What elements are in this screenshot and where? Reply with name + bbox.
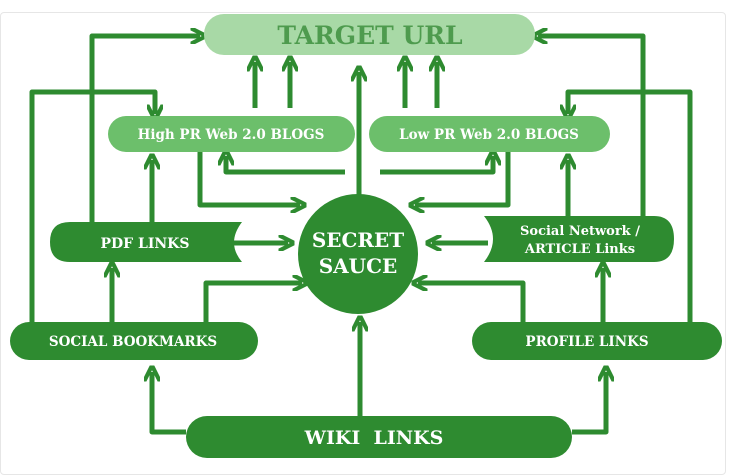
arrow-highpr-to-sauce: [197, 152, 300, 205]
low-pr-blogs-label: Low PR Web 2.0 BLOGS: [399, 127, 579, 143]
node-high-pr-blogs: High PR Web 2.0 BLOGS: [108, 116, 355, 152]
arrow-bookmarks-to-highpr: [29, 89, 155, 322]
secret-sauce-line1: SECRET: [312, 228, 404, 252]
wiki-links-label: WIKI LINKS: [304, 427, 444, 449]
pdf-links-label: PDF LINKS: [101, 236, 190, 252]
social-network-line2: ARTICLE Links: [524, 242, 635, 257]
arrow-profile-to-sauce: [418, 283, 526, 322]
social-network-line1: Social Network /: [520, 224, 640, 239]
social-bookmarks-label: SOCIAL BOOKMARKS: [49, 334, 217, 350]
arrow-profile-to-lowpr: [568, 89, 693, 322]
node-secret-sauce: SECRET SAUCE: [298, 194, 418, 314]
high-pr-blogs-label: High PR Web 2.0 BLOGS: [138, 127, 325, 143]
node-target-url: TARGET URL: [204, 14, 535, 55]
arrow-sauce-to-highpr: [226, 156, 345, 175]
arrow-bookmarks-to-sauce: [203, 283, 302, 330]
arrow-wiki-to-bookmarks: [152, 372, 186, 435]
profile-links-label: PROFILE LINKS: [525, 334, 648, 350]
connectors: [29, 36, 693, 435]
node-social-bookmarks: SOCIAL BOOKMARKS: [10, 322, 258, 360]
node-wiki-links: WIKI LINKS: [186, 416, 572, 458]
node-social-network: Social Network / ARTICLE Links: [484, 216, 674, 262]
arrow-pdf-to-target: [89, 36, 200, 222]
arrow-sauce-to-lowpr: [380, 156, 493, 175]
node-low-pr-blogs: Low PR Web 2.0 BLOGS: [369, 116, 610, 152]
secret-sauce-line2: SAUCE: [319, 254, 398, 278]
target-url-label: TARGET URL: [277, 21, 463, 50]
node-pdf-links: PDF LINKS: [50, 222, 242, 262]
arrow-wiki-to-profile: [572, 372, 606, 435]
node-profile-links: PROFILE LINKS: [472, 322, 722, 360]
arrow-lowpr-to-sauce: [415, 152, 511, 205]
arrow-social-to-target: [538, 36, 646, 220]
